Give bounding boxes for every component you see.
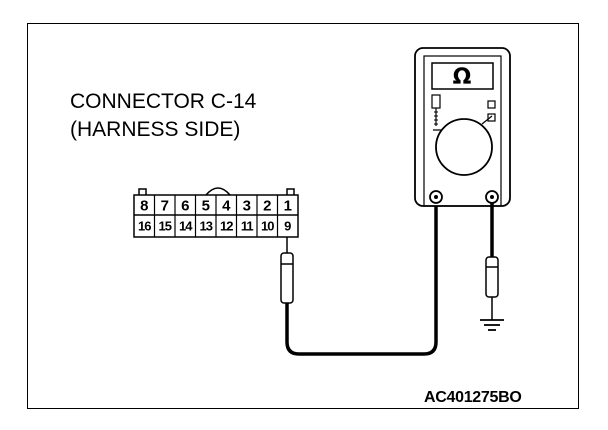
connector-label-line1: CONNECTOR C-14 bbox=[70, 90, 257, 113]
connector-left-tab bbox=[138, 188, 147, 195]
meter-indicator-left bbox=[431, 94, 441, 109]
pin-1: 1 bbox=[284, 197, 292, 214]
connector-right-tab bbox=[286, 188, 295, 195]
ground-lead bbox=[480, 203, 504, 331]
pin-12: 12 bbox=[220, 219, 233, 234]
meter-indicator-right-bottom bbox=[487, 113, 496, 122]
pin-14: 14 bbox=[179, 219, 193, 234]
pin-13: 13 bbox=[200, 219, 213, 234]
meter-dial bbox=[435, 118, 493, 176]
pin-10: 10 bbox=[261, 219, 274, 234]
ohmmeter: Ω bbox=[414, 47, 511, 207]
pin-15: 15 bbox=[159, 219, 172, 234]
meter-indicator-right-top bbox=[487, 100, 496, 109]
pin-5: 5 bbox=[202, 197, 210, 214]
connector-label-line2: (HARNESS SIDE) bbox=[70, 118, 241, 141]
pin-4: 4 bbox=[222, 197, 231, 214]
meter-display bbox=[431, 62, 494, 90]
ground-probe-handle bbox=[485, 256, 499, 298]
diagram-frame bbox=[27, 23, 579, 409]
pin-8: 8 bbox=[140, 197, 148, 214]
connector-label: CONNECTOR C-14 (HARNESS SIDE) bbox=[70, 88, 256, 144]
connector-bottom-row: 16 15 14 13 12 11 10 9 bbox=[138, 215, 291, 237]
test-lead-positive bbox=[285, 198, 438, 356]
meter-inner-panel bbox=[423, 55, 502, 207]
ohm-symbol: Ω bbox=[453, 65, 472, 90]
probe-handle bbox=[280, 252, 294, 304]
connector-lock-tab bbox=[205, 187, 231, 196]
pin-9: 9 bbox=[284, 219, 291, 234]
jack-center bbox=[434, 195, 438, 199]
pin-11: 11 bbox=[241, 219, 254, 234]
figure-code: AC401275BO bbox=[424, 389, 522, 406]
jack-center bbox=[490, 195, 494, 199]
pin-7: 7 bbox=[161, 197, 169, 214]
pin-16: 16 bbox=[138, 219, 151, 234]
pin-3: 3 bbox=[243, 197, 251, 214]
pin-6: 6 bbox=[181, 197, 189, 214]
probe-pin-9 bbox=[280, 237, 294, 304]
pin-2: 2 bbox=[263, 197, 271, 214]
